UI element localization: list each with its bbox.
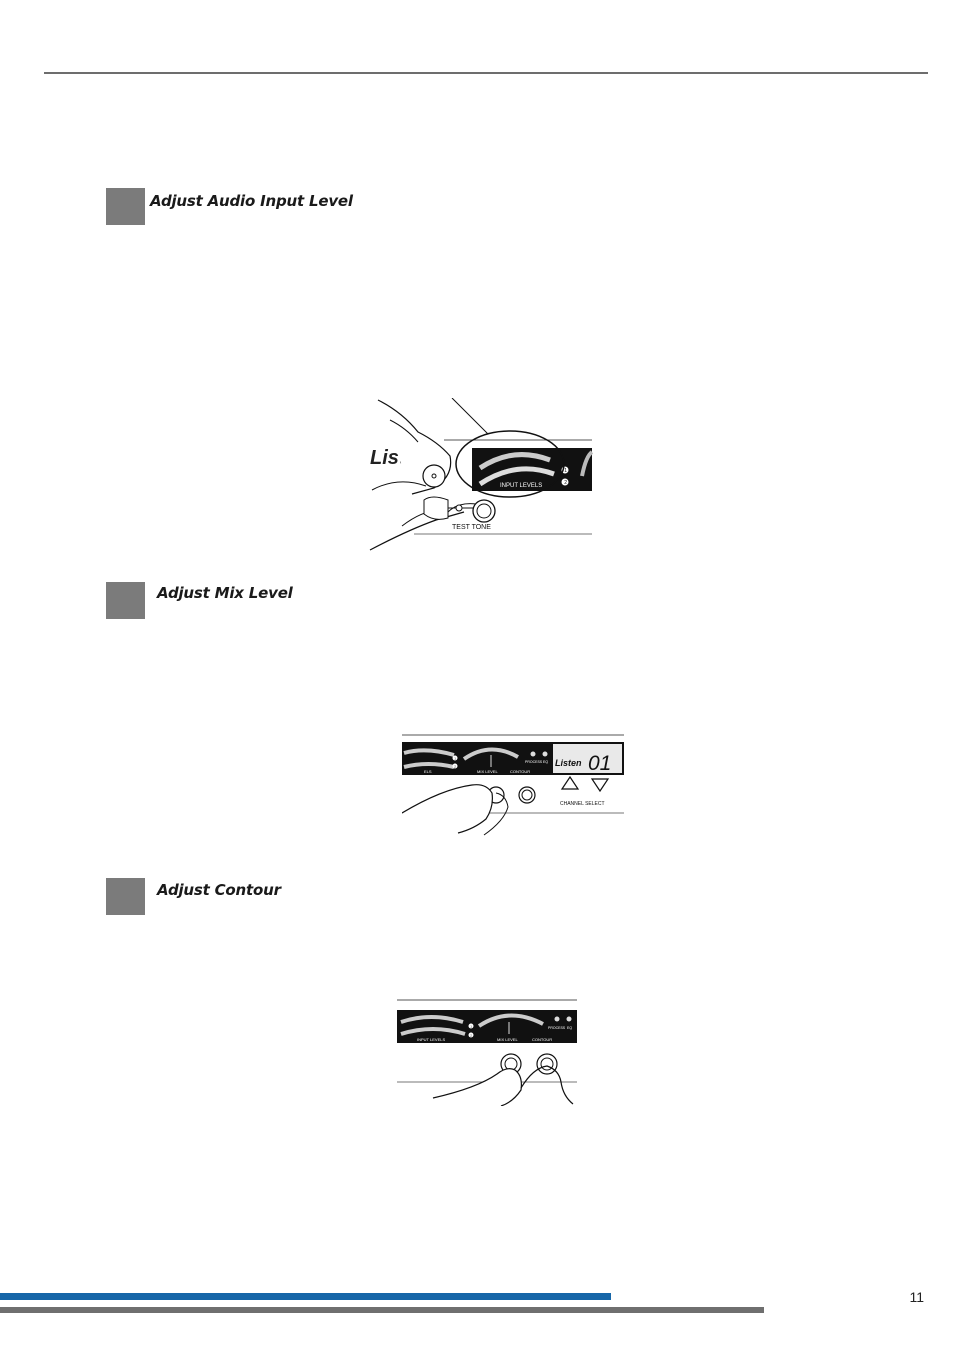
svg-text:PROCESS: PROCESS (525, 760, 543, 764)
channel-down-button (590, 778, 610, 793)
svg-text:1: 1 (470, 1025, 472, 1029)
svg-text:EQ: EQ (567, 1026, 572, 1030)
svg-text:2: 2 (470, 1034, 472, 1038)
mix-arc (477, 1013, 544, 1028)
display-value: 01 (588, 752, 611, 775)
knob2-label: CONTOUR (510, 769, 530, 774)
mix-level-illustration: 1 2 ELS MIX LEVEL CONTOUR PROCESS EQ Lis… (402, 734, 624, 836)
channel-display (553, 744, 622, 773)
section-heading-contour: Adjust Contour (157, 881, 281, 899)
svg-text:1: 1 (454, 757, 456, 761)
channel-mark-1: 1 (564, 468, 567, 474)
meter-arc-2 (478, 466, 555, 487)
channel-mark-2: 2 (564, 480, 567, 486)
svg-text:EQ: EQ (543, 760, 548, 764)
svg-text:MIX LEVEL: MIX LEVEL (497, 1037, 518, 1042)
channel-dot-2 (561, 478, 569, 486)
display-brand: Listen (555, 758, 582, 768)
section-heading-mix-level: Adjust Mix Level (157, 584, 293, 602)
step-marker-2 (106, 582, 145, 619)
figure-contour: 1 2 INPUT LEVELS MIX LEVEL CONTOUR PROCE… (397, 998, 581, 1106)
panel-label: INPUT LEVELS (417, 1037, 445, 1042)
figure-mix-level: 1 2 ELS MIX LEVEL CONTOUR PROCESS EQ Lis… (402, 733, 626, 839)
figure-input-level: 1 2 INPUT LEVELS Listen TEST TONE (368, 398, 594, 554)
button-label: TEST TONE (452, 524, 491, 531)
channel-up-button (560, 775, 580, 790)
test-tone-button (472, 499, 496, 523)
meter-arc-1 (478, 452, 551, 471)
footer-bar-grey (0, 1307, 764, 1313)
svg-text:CONTOUR: CONTOUR (532, 1037, 552, 1042)
contour-knob (518, 786, 536, 804)
step-marker-3 (106, 878, 145, 915)
step-marker-1 (106, 188, 145, 225)
panel-label: INPUT LEVELS (500, 483, 542, 489)
contour-knob (536, 1053, 558, 1075)
input-level-illustration: 1 2 INPUT LEVELS Listen TEST TONE (369, 398, 594, 551)
left-label: ELS (424, 769, 432, 774)
input-knob (422, 464, 446, 488)
svg-text:PROCESS: PROCESS (548, 1026, 566, 1030)
page-number: 11 (909, 1289, 924, 1305)
highlight-ellipse (455, 430, 565, 498)
section-heading-audio-input: Adjust Audio Input Level (150, 192, 353, 210)
knob1-label: MIX LEVEL (477, 769, 498, 774)
mix-arc (462, 747, 519, 761)
header-rule (44, 72, 928, 74)
footer-bar-blue (0, 1293, 611, 1300)
svg-text:2: 2 (454, 765, 456, 769)
select-label: CHANNEL SELECT (560, 801, 605, 807)
contour-illustration: 1 2 INPUT LEVELS MIX LEVEL CONTOUR PROCE… (397, 999, 577, 1106)
